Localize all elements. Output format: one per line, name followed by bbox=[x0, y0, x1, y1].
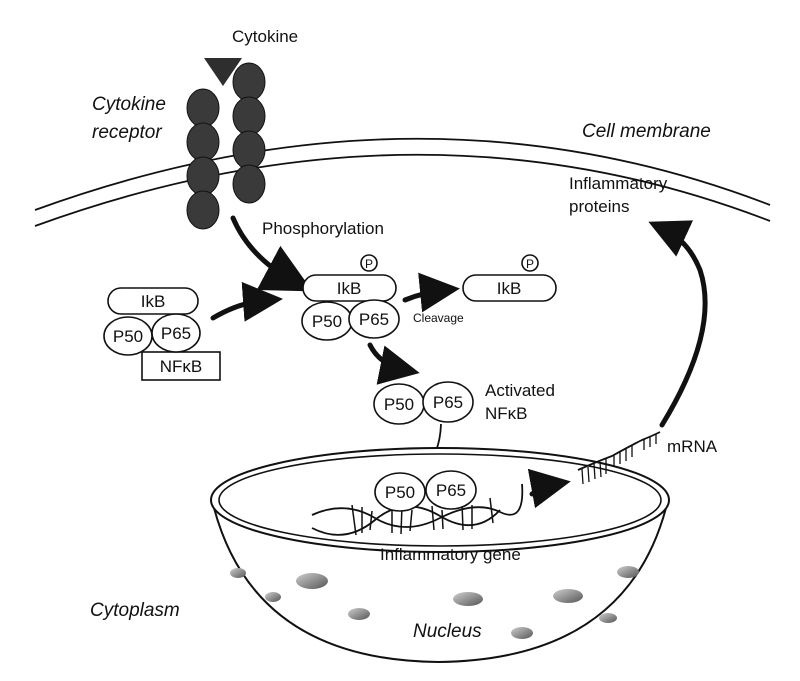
p50-activated-label: P50 bbox=[384, 395, 414, 414]
translation-arrow bbox=[648, 220, 708, 428]
cytokine-receptor bbox=[186, 62, 266, 230]
p65-left bbox=[151, 313, 201, 353]
p65-activated bbox=[422, 381, 474, 423]
ikb-center-label: IkB bbox=[337, 279, 362, 298]
p65-bound bbox=[425, 470, 477, 510]
label-phosphorylation: Phosphorylation bbox=[262, 219, 384, 238]
cytokine-ligand bbox=[204, 58, 242, 86]
release-arrow bbox=[367, 342, 420, 385]
nfkb-box bbox=[141, 351, 221, 381]
nfkb-box-label: NFκB bbox=[160, 357, 203, 376]
p65-activated-label: P65 bbox=[433, 393, 463, 412]
p50-left-label: P50 bbox=[113, 327, 143, 346]
label-mrna: mRNA bbox=[667, 437, 718, 456]
p50-center-label: P50 bbox=[312, 312, 342, 331]
phosphate-center-label: P bbox=[365, 257, 373, 271]
label-cytokine-receptor-1: Cytokine bbox=[92, 94, 166, 115]
ikb-right bbox=[462, 274, 557, 302]
label-activated-2: NFκB bbox=[485, 404, 528, 423]
ikb-right-label: IkB bbox=[497, 279, 522, 298]
ikb-left bbox=[107, 287, 199, 315]
mrna-strand bbox=[577, 431, 661, 485]
ikb-left-label: IkB bbox=[141, 292, 166, 311]
activated-nfkb: P50 P65 bbox=[373, 381, 474, 425]
p50-bound-label: P50 bbox=[385, 483, 415, 502]
p65-center bbox=[348, 299, 400, 339]
cell-membrane bbox=[34, 137, 771, 227]
activation-arrow bbox=[210, 281, 283, 322]
p65-left-label: P65 bbox=[161, 324, 191, 343]
cleaved-ikb: IkB P bbox=[462, 254, 557, 302]
p65-bound-label: P65 bbox=[436, 481, 466, 500]
transcription-arrow bbox=[527, 468, 571, 509]
label-inflammatory-proteins-2: proteins bbox=[569, 197, 629, 216]
label-cytokine-receptor-2: receptor bbox=[92, 122, 162, 143]
label-inflammatory-proteins-1: Inflammatory bbox=[569, 174, 668, 193]
p50-bound bbox=[374, 472, 426, 512]
ikb-center bbox=[302, 274, 397, 302]
phosphate-center bbox=[360, 254, 378, 272]
phosphate-right-label: P bbox=[526, 257, 534, 271]
phosphate-right bbox=[521, 254, 539, 272]
label-nucleus: Nucleus bbox=[413, 621, 482, 642]
phosphorylation-arrow bbox=[230, 215, 313, 292]
label-cell-membrane: Cell membrane bbox=[582, 121, 711, 142]
label-inflammatory-gene: Inflammatory gene bbox=[380, 545, 521, 564]
bound-nfkb: P50 P65 bbox=[374, 470, 477, 512]
nucleus-spots bbox=[230, 566, 639, 639]
label-cleavage: Cleavage bbox=[413, 311, 464, 325]
phosphorylated-complex: IkB P P50 P65 bbox=[301, 254, 400, 341]
label-activated-1: Activated bbox=[485, 381, 555, 400]
p65-center-label: P65 bbox=[359, 310, 389, 329]
inactive-nfkb-complex: IkB NFκB P50 P65 bbox=[103, 287, 221, 381]
cleavage-arrow bbox=[402, 272, 460, 313]
label-cytoplasm: Cytoplasm bbox=[90, 600, 180, 621]
label-cytokine: Cytokine bbox=[232, 27, 298, 46]
